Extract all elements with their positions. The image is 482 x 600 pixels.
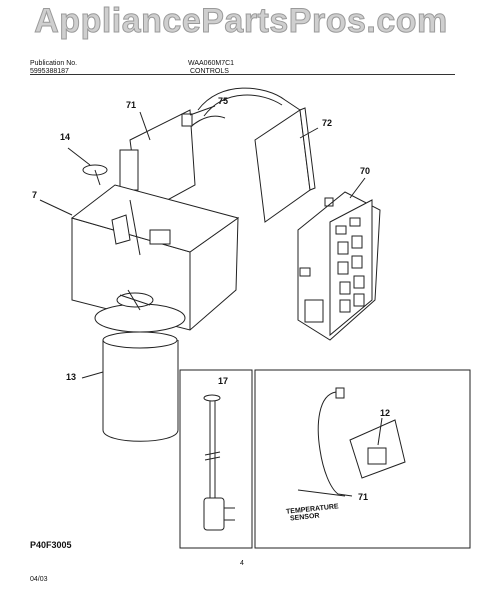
leader-12 — [377, 417, 383, 446]
callout-7: 7 — [32, 190, 38, 200]
callout-71-sensor: 71 — [358, 492, 369, 502]
control-board-70 — [297, 191, 381, 341]
callout-71: 71 — [126, 100, 137, 110]
callout-14: 14 — [60, 132, 71, 142]
capacitor-13 — [102, 331, 179, 442]
leader-71 — [139, 111, 151, 141]
bracket-71 — [119, 109, 196, 216]
section-title: CONTROLS — [190, 68, 229, 75]
callout-13: 13 — [66, 372, 77, 382]
leader-71b — [297, 489, 346, 497]
revision-date: 04/03 — [30, 576, 48, 583]
watermark: AppliancePartsPros.com — [34, 2, 448, 41]
leader-14 — [67, 147, 91, 166]
leader-72 — [299, 127, 319, 139]
publication-number: 5995388187 — [30, 68, 69, 75]
leader-13 — [81, 371, 104, 379]
callout-72: 72 — [322, 118, 333, 128]
leader-75 — [189, 105, 216, 116]
leader-70 — [349, 177, 366, 199]
header-rule — [30, 74, 455, 75]
panel-72 — [254, 107, 316, 223]
page-number: 4 — [240, 560, 244, 567]
sensor-wire — [317, 387, 353, 497]
figure-code: P40F3005 — [30, 540, 72, 550]
callout-75: 75 — [218, 96, 229, 106]
sensor-clip-12 — [349, 419, 406, 479]
leader-7 — [39, 199, 73, 216]
callout-17: 17 — [218, 376, 229, 386]
publication-label: Publication No. — [30, 60, 78, 67]
model-number: WAA060M7C1 — [188, 60, 235, 67]
callout-70: 70 — [360, 166, 371, 176]
callout-12: 12 — [380, 408, 391, 418]
capacitor-base — [94, 289, 186, 333]
power-cord-17 — [203, 394, 235, 531]
control-box — [70, 184, 240, 331]
